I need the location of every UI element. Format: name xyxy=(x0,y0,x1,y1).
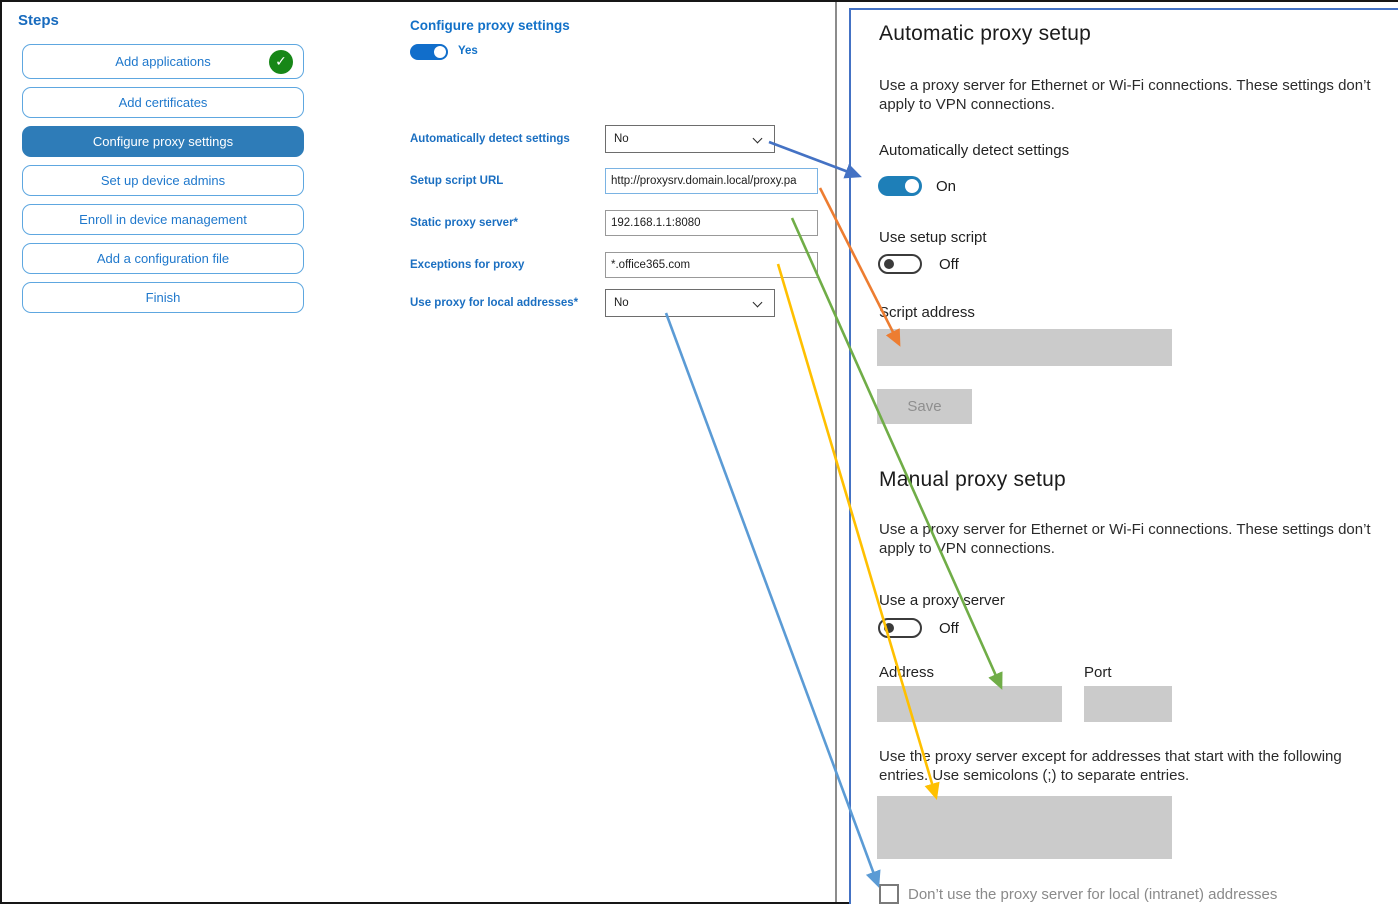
sidebar-item-set-up-device-admins[interactable]: Set up device admins xyxy=(22,165,304,196)
exceptions-for-proxy-input[interactable]: *.office365.com xyxy=(605,252,818,278)
field-label: Use proxy for local addresses* xyxy=(410,297,579,309)
address-input[interactable] xyxy=(877,686,1062,722)
toggle-knob xyxy=(884,623,894,633)
sidebar-item-label: Add certificates xyxy=(118,95,208,110)
local-addresses-mapping xyxy=(664,312,881,888)
detect-settings-label: Automatically detect settings xyxy=(879,142,1070,159)
sidebar-item-add-certificates[interactable]: Add certificates xyxy=(22,87,304,118)
form-row-exceptions: Exceptions for proxy *.office365.com xyxy=(410,252,830,278)
sidebar-item-configure-proxy-settings[interactable]: Configure proxy settings xyxy=(22,126,304,157)
use-setup-script-toggle[interactable] xyxy=(878,254,922,274)
form-title: Configure proxy settings xyxy=(410,18,570,33)
local-intranet-checkbox[interactable] xyxy=(879,884,899,904)
address-label: Address xyxy=(879,664,935,681)
sidebar-item-label: Add a configuration file xyxy=(96,251,230,266)
detect-settings-toggle[interactable] xyxy=(878,176,922,196)
form-row-static-proxy: Static proxy server* 192.168.1.1:8080 xyxy=(410,210,830,236)
sidebar-item-label: Set up device admins xyxy=(100,173,226,188)
sidebar-item-label: Enroll in device management xyxy=(79,212,247,227)
steps-title: Steps xyxy=(18,12,59,29)
script-address-input[interactable] xyxy=(877,329,1172,366)
sidebar-item-label: Finish xyxy=(145,290,181,305)
field-label: Setup script URL xyxy=(410,175,504,187)
chevron-down-icon xyxy=(752,297,763,308)
field-label: Exceptions for proxy xyxy=(410,259,525,271)
dropdown-value: No xyxy=(614,297,629,309)
field-label: Static proxy server* xyxy=(410,217,519,229)
form-row-setup-script-url: Setup script URL http://proxysrv.domain.… xyxy=(410,168,830,195)
dropdown-value: No xyxy=(614,133,629,145)
setup-script-url-input[interactable]: http://proxysrv.domain.local/proxy.pa xyxy=(605,168,818,194)
toggle-knob xyxy=(434,46,446,58)
windows-proxy-settings-panel: Automatic proxy setup Use a proxy server… xyxy=(849,8,1398,904)
sidebar-item-label: Configure proxy settings xyxy=(92,134,234,149)
manual-proxy-description: Use a proxy server for Ethernet or Wi-Fi… xyxy=(879,521,1371,557)
use-proxy-server-toggle[interactable] xyxy=(878,618,922,638)
toggle-knob xyxy=(884,259,894,269)
configure-proxy-toggle[interactable] xyxy=(410,44,448,60)
toggle-knob xyxy=(905,179,919,193)
port-input[interactable] xyxy=(1084,686,1172,722)
field-label: Automatically detect settings xyxy=(410,133,570,145)
detect-settings-dropdown[interactable]: No xyxy=(605,125,775,153)
use-proxy-server-label: Use a proxy server xyxy=(879,592,1005,609)
sidebar-item-add-a-configuration-file[interactable]: Add a configuration file xyxy=(22,243,304,274)
sidebar-item-enroll-in-device-management[interactable]: Enroll in device management xyxy=(22,204,304,235)
script-address-label: Script address xyxy=(879,304,975,321)
static-proxy-server-input[interactable]: 192.168.1.1:8080 xyxy=(605,210,818,236)
exceptions-textarea[interactable] xyxy=(877,796,1172,859)
use-setup-script-state: Off xyxy=(939,256,959,273)
manual-proxy-heading: Manual proxy setup xyxy=(879,468,1066,491)
form-row-detect-settings: Automatically detect settings No xyxy=(410,125,830,153)
automatic-proxy-description: Use a proxy server for Ethernet or Wi-Fi… xyxy=(879,77,1371,113)
port-label: Port xyxy=(1084,664,1112,681)
sidebar-item-finish[interactable]: Finish xyxy=(22,282,304,313)
local-intranet-checkbox-label: Don’t use the proxy server for local (in… xyxy=(908,886,1278,903)
use-setup-script-label: Use setup script xyxy=(879,229,987,246)
check-icon: ✓ xyxy=(269,49,293,74)
use-proxy-server-state: Off xyxy=(939,620,959,637)
automatic-proxy-heading: Automatic proxy setup xyxy=(879,22,1091,45)
save-button[interactable]: Save xyxy=(877,389,972,424)
exceptions-help-text: Use the proxy server except for addresse… xyxy=(879,748,1342,784)
steps-sidebar: Add applications ✓ Add certificates Conf… xyxy=(22,44,304,313)
form-row-local-addresses: Use proxy for local addresses* No xyxy=(410,289,830,317)
local-addresses-dropdown[interactable]: No xyxy=(605,289,775,317)
sidebar-item-add-applications[interactable]: Add applications ✓ xyxy=(22,44,304,79)
chevron-down-icon xyxy=(752,133,763,144)
configure-proxy-toggle-label: Yes xyxy=(458,45,478,57)
sidebar-item-label: Add applications xyxy=(115,54,211,69)
detect-settings-state: On xyxy=(936,178,957,195)
panel-separator xyxy=(835,2,837,902)
